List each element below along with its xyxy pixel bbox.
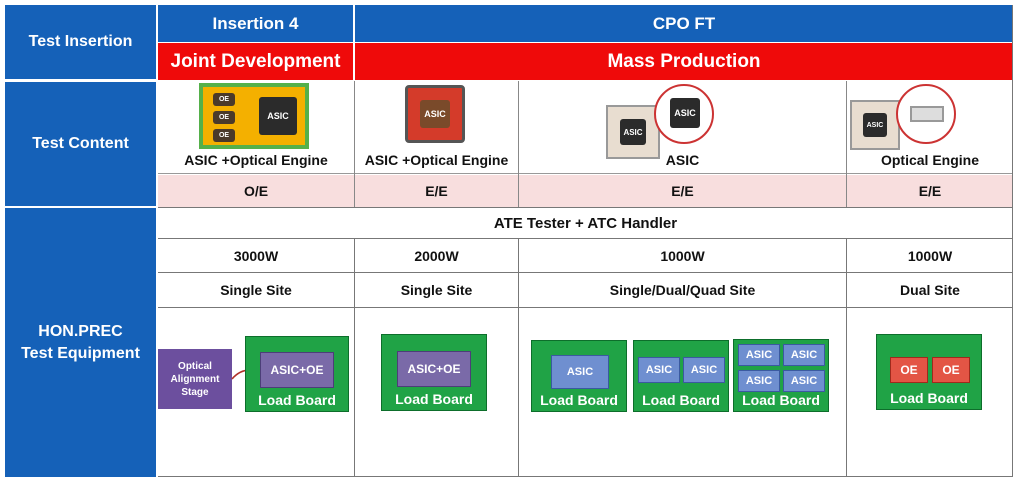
- oe-site: OE: [932, 357, 970, 383]
- equipment-label-line2: Test Equipment: [21, 344, 140, 362]
- asic-oe-package-image: OE OE OE ASIC: [199, 83, 309, 149]
- power-cell: 1000W: [519, 239, 847, 273]
- load-board-label: Load Board: [258, 392, 336, 408]
- load-board-label: Load Board: [395, 391, 473, 407]
- load-board-single: ASIC Load Board: [531, 340, 627, 412]
- load-board: ASIC+OE Load Board: [245, 336, 349, 412]
- load-board-label: Load Board: [540, 392, 618, 408]
- divider: [354, 308, 355, 477]
- side-label-test-equipment: HON.PREC Test Equipment: [5, 207, 157, 477]
- phase-joint-development: Joint Development: [158, 43, 354, 80]
- load-board-label: Load Board: [742, 392, 820, 408]
- asic-socket-image: ASIC: [606, 105, 660, 159]
- asic-site: ASIC: [638, 357, 680, 383]
- asic-zoom-circle: ASIC: [654, 84, 714, 144]
- load-board-dual-oe: OE OE Load Board: [876, 334, 982, 410]
- bottom-border: [158, 476, 1013, 477]
- test-type-ee: E/E: [519, 175, 847, 207]
- site-cell: Single/Dual/Quad Site: [519, 273, 847, 308]
- asic-chip: ASIC: [620, 119, 646, 145]
- stage-line: Optical: [178, 360, 212, 372]
- content-label: ASIC +Optical Engine: [364, 152, 509, 168]
- optical-alignment-stage: Optical Alignment Stage: [158, 349, 232, 409]
- divider: [846, 81, 847, 207]
- site-cell: Single Site: [158, 273, 355, 308]
- stage-line: Alignment: [170, 373, 220, 385]
- tester-handler-label: ATE Tester + ATC Handler: [158, 207, 1013, 239]
- divider: [354, 81, 355, 207]
- asic-chip: ASIC: [670, 98, 700, 128]
- oe-chip: OE: [213, 129, 235, 142]
- load-board-label: Load Board: [642, 392, 720, 408]
- asic-site: ASIC: [738, 370, 780, 392]
- header-cpo-ft: CPO FT: [355, 5, 1013, 42]
- oe-site: OE: [890, 357, 928, 383]
- asic-site: ASIC: [683, 357, 725, 383]
- asic-site: ASIC: [551, 355, 609, 389]
- asic-chip: ASIC: [863, 113, 887, 137]
- divider: [846, 308, 847, 477]
- site-cell: Single Site: [355, 273, 519, 308]
- load-board-quad: ASIC ASIC ASIC ASIC Load Board: [733, 339, 829, 412]
- content-label: ASIC +Optical Engine: [184, 152, 328, 168]
- asic-oe-module-image: ASIC: [405, 85, 465, 143]
- phase-mass-production: Mass Production: [355, 43, 1013, 80]
- asic-site: ASIC: [738, 344, 780, 366]
- equipment-label-line1: HON.PREC: [38, 322, 123, 340]
- optical-engine-zoom-circle: [896, 84, 956, 144]
- test-type-ee: E/E: [847, 175, 1013, 207]
- content-images-row: [158, 81, 1013, 174]
- divider: [518, 81, 519, 207]
- optical-engine-chip: [910, 106, 944, 122]
- oe-chip: OE: [213, 93, 235, 106]
- site-cell: Dual Site: [847, 273, 1013, 308]
- asic-chip: ASIC: [259, 97, 297, 135]
- stage-line: Stage: [181, 386, 209, 398]
- divider: [518, 308, 519, 477]
- load-board-dual: ASIC ASIC Load Board: [633, 340, 729, 412]
- asic-site: ASIC: [783, 344, 825, 366]
- oe-chip: OE: [213, 111, 235, 124]
- load-board-label: Load Board: [890, 390, 968, 406]
- power-cell: 1000W: [847, 239, 1013, 273]
- power-cell: 3000W: [158, 239, 355, 273]
- header-insertion-4: Insertion 4: [158, 5, 354, 42]
- side-label-test-content: Test Content: [5, 81, 157, 206]
- optical-engine-socket-image: ASIC: [850, 100, 900, 150]
- content-label: Optical Engine: [880, 152, 979, 168]
- load-board: ASIC+OE Load Board: [381, 334, 487, 411]
- content-label: ASIC: [665, 152, 700, 168]
- asic-oe-chip: ASIC+OE: [397, 351, 471, 387]
- asic-chip: ASIC: [420, 100, 450, 128]
- asic-site: ASIC: [783, 370, 825, 392]
- side-label-test-insertion: Test Insertion: [5, 5, 157, 79]
- test-type-oe: O/E: [158, 175, 355, 207]
- asic-oe-chip: ASIC+OE: [260, 352, 334, 388]
- test-type-ee: E/E: [355, 175, 519, 207]
- right-border: [1012, 5, 1013, 477]
- power-cell: 2000W: [355, 239, 519, 273]
